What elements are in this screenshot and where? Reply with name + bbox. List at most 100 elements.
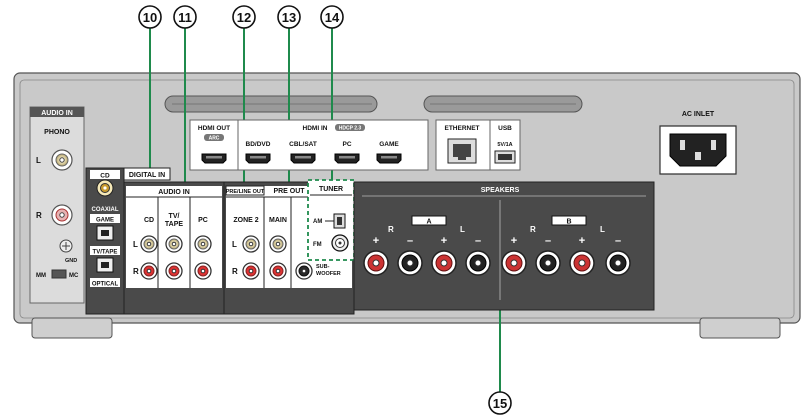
spk-a-r-minus-terminal[interactable] (397, 250, 423, 276)
spk-b-l-minus-label: – (615, 235, 621, 247)
usb-port[interactable] (494, 150, 516, 164)
network-panel: ETHERNET USB 5V/1A (435, 119, 521, 171)
spk-a-r-plus-terminal[interactable] (363, 250, 389, 276)
speaker-a-label: A (426, 219, 431, 226)
right-foot (699, 317, 781, 339)
optical-tv-tape-port[interactable] (96, 257, 114, 273)
ethernet-label: ETHERNET (444, 125, 479, 132)
svg-text:15: 15 (493, 396, 507, 411)
audio-in-tv-l-jack[interactable] (165, 235, 183, 253)
spk-b-r-minus-label: – (545, 235, 551, 247)
mm-label: MM (36, 273, 46, 279)
phono-l-label: L (36, 156, 41, 165)
main-label: MAIN (269, 217, 287, 224)
ac-inlet-socket[interactable] (659, 125, 737, 175)
spk-a-r-plus-label: + (373, 235, 379, 247)
zone2-l-label: L (232, 240, 237, 249)
spk-a-l-minus-label: – (475, 235, 481, 247)
optical-tv-tape-label: TV/TAPE (93, 250, 118, 256)
speaker-b-l-label: L (600, 225, 605, 234)
wireless-antenna-left (164, 95, 378, 113)
phono-l-jack[interactable] (51, 149, 73, 171)
fm-label: FM (313, 242, 322, 248)
coaxial-label: COAXIAL (92, 207, 119, 213)
hdmi-arc-badge: ARC (209, 136, 220, 142)
audio-in-title: AUDIO IN (158, 189, 190, 196)
spk-b-r-minus-terminal[interactable] (535, 250, 561, 276)
optical-game-label: GAME (96, 218, 114, 224)
main-l-jack[interactable] (269, 235, 287, 253)
hdmi-in-title: HDMI IN (303, 125, 328, 132)
speaker-a-l-label: L (460, 225, 465, 234)
hdmi-bd-dvd-label: BD/DVD (246, 141, 271, 148)
audio-in-pc-l-jack[interactable] (194, 235, 212, 253)
am-antenna-terminal[interactable] (333, 213, 346, 229)
hdmi-pc-port[interactable] (334, 153, 360, 164)
hdmi-game-port[interactable] (376, 153, 402, 164)
usb-rating-label: 5V/1A (497, 142, 512, 148)
audio-in-cd-r-jack[interactable] (140, 262, 158, 280)
zone2-l-jack[interactable] (242, 235, 260, 253)
spk-a-r-minus-label: – (407, 235, 413, 247)
spk-b-r-plus-terminal[interactable] (501, 250, 527, 276)
speaker-a-r-label: R (388, 225, 394, 234)
svg-text:13: 13 (282, 10, 296, 25)
callout-leaders (149, 27, 501, 393)
phono-label: PHONO (44, 129, 70, 136)
mm-mc-switch[interactable] (51, 269, 67, 279)
audio-in-tv-r-jack[interactable] (165, 262, 183, 280)
am-label: AM (313, 219, 322, 225)
phono-r-label: R (36, 211, 42, 220)
subwoofer-label-1: SUB- (316, 264, 330, 270)
ac-inlet-panel: AC INLET (659, 111, 737, 175)
hdmi-hdcp-badge: HDCP 2.3 (339, 126, 362, 132)
hdmi-bd-dvd-port[interactable] (245, 153, 271, 164)
audio-in-tape-label: TAPE (165, 221, 183, 228)
audio-in-cd-label: CD (144, 217, 154, 224)
phono-r-jack[interactable] (51, 204, 73, 226)
optical-label: OPTICAL (92, 282, 119, 288)
gnd-label: GND (65, 258, 77, 264)
speakers-title: SPEAKERS (481, 187, 520, 194)
svg-text:10: 10 (143, 10, 157, 25)
callout-numbers: 10 11 12 13 14 15 (138, 5, 512, 415)
speaker-b-r-label: R (530, 225, 536, 234)
spk-b-l-minus-terminal[interactable] (605, 250, 631, 276)
hdmi-out-port[interactable] (201, 153, 227, 164)
hdmi-panel: HDMI OUT ARC HDMI IN HDCP 2.3 BD/DVD CBL… (189, 119, 429, 171)
coaxial-cd-jack[interactable] (96, 179, 114, 197)
spk-a-l-plus-terminal[interactable] (431, 250, 457, 276)
optical-game-port[interactable] (96, 225, 114, 241)
spk-a-l-plus-label: + (441, 235, 447, 247)
wireless-antenna-right (423, 95, 583, 113)
ac-inlet-label: AC INLET (682, 111, 715, 118)
zone2-label: ZONE 2 (233, 217, 258, 224)
spk-b-l-plus-label: + (579, 235, 585, 247)
audio-in-r-label: R (133, 267, 139, 276)
tuner-panel: TUNER AM FM (307, 179, 355, 261)
svg-text:11: 11 (178, 10, 192, 25)
audio-in-tv-label: TV/ (169, 213, 180, 220)
pre-line-out-title: PRE/LINE OUT (226, 189, 265, 195)
main-r-jack[interactable] (269, 262, 287, 280)
zone2-r-jack[interactable] (242, 262, 260, 280)
audio-in-panel: AUDIO IN CD TV/ TAPE PC L R (123, 181, 225, 315)
speakers-panel: SPEAKERS A R L B R L + – + – + – + – (353, 181, 655, 311)
subwoofer-label-2: WOOFER (316, 271, 341, 277)
phono-panel: AUDIO IN PHONO L R GND MM MC (29, 106, 85, 304)
gnd-screw-icon[interactable] (59, 239, 73, 253)
fm-antenna-jack[interactable] (331, 234, 349, 252)
subwoofer-jack[interactable] (295, 262, 313, 280)
phono-panel-title: AUDIO IN (41, 110, 73, 117)
ethernet-port[interactable] (447, 138, 477, 164)
mc-label: MC (69, 273, 79, 279)
spk-a-l-minus-terminal[interactable] (465, 250, 491, 276)
audio-in-pc-r-jack[interactable] (194, 262, 212, 280)
svg-text:14: 14 (325, 10, 340, 25)
digital-in-panel: DIGITAL IN CD COAXIAL GAME TV/TAPE OPTIC… (85, 167, 171, 315)
usb-label: USB (498, 125, 512, 132)
audio-in-cd-l-jack[interactable] (140, 235, 158, 253)
spk-b-l-plus-terminal[interactable] (569, 250, 595, 276)
hdmi-cbl-sat-port[interactable] (290, 153, 316, 164)
